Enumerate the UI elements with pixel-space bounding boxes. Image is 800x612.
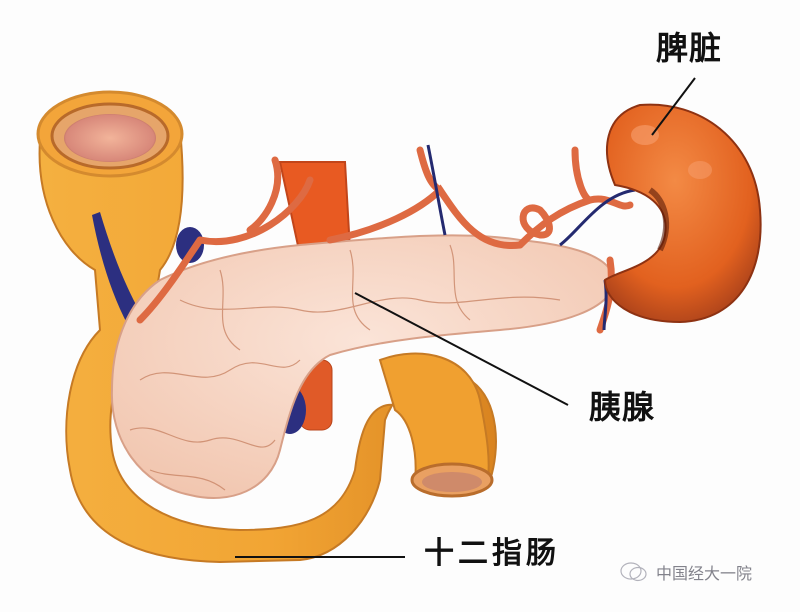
label-pancreas: 胰腺	[589, 388, 656, 426]
watermark: 中国经大一院	[620, 560, 752, 584]
duodenum-upper-tube	[36, 90, 497, 564]
pancreas-leader-line	[354, 292, 569, 406]
label-duodenum: 十二指肠	[424, 536, 560, 571]
wechat-chat-bubble-icon	[620, 561, 648, 583]
watermark-text: 中国经大一院	[656, 564, 753, 583]
label-spleen: 脾脏	[656, 29, 723, 67]
spleen	[603, 103, 762, 324]
arteries	[136, 146, 634, 334]
leader-lines	[235, 77, 696, 558]
spleen-leader-line	[651, 77, 696, 136]
duodenum-distal-opening	[378, 352, 494, 498]
